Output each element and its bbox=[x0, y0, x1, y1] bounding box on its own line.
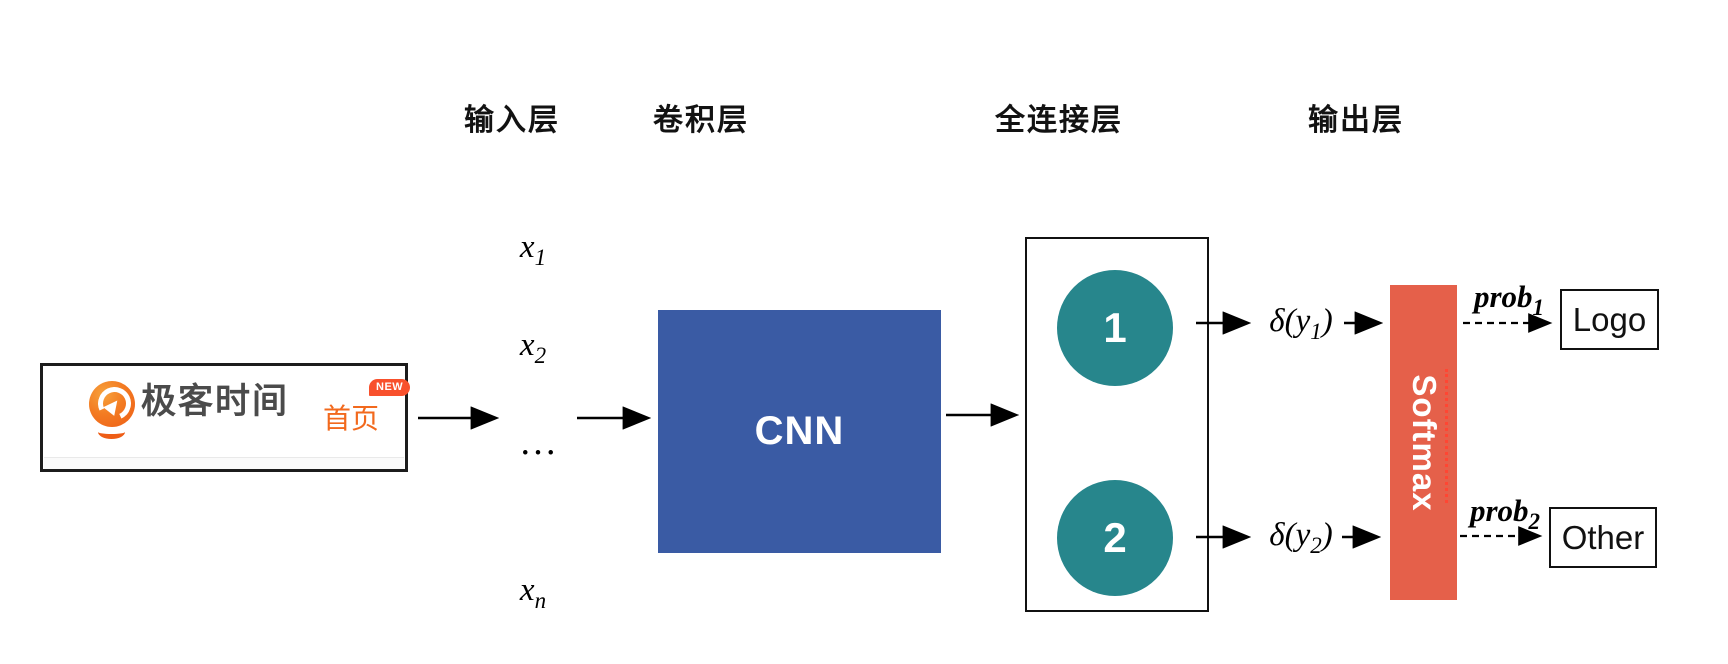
softmax-dotted-line bbox=[1445, 369, 1448, 503]
neuron-1: 1 bbox=[1057, 270, 1173, 386]
label-conv-layer: 卷积层 bbox=[653, 104, 749, 137]
card-separator bbox=[44, 457, 404, 458]
prob2-label: prob2 bbox=[1469, 493, 1541, 534]
output-other-box: Other bbox=[1549, 507, 1657, 568]
label-fc-layer: 全连接层 bbox=[995, 104, 1123, 137]
nav-home-link: 首页 bbox=[323, 403, 380, 434]
cnn-block: CNN bbox=[658, 310, 941, 553]
geektime-logo-tail bbox=[98, 425, 125, 439]
label-input-layer: 输入层 bbox=[464, 104, 560, 137]
cnn-label: CNN bbox=[754, 409, 845, 453]
label-output-layer: 输出层 bbox=[1308, 104, 1404, 137]
input-ellipsis: … bbox=[519, 421, 563, 463]
input-x2: x2 bbox=[519, 327, 547, 368]
new-badge: NEW bbox=[369, 379, 411, 396]
activation-delta-y1: δ(y1) bbox=[1269, 303, 1333, 344]
input-xn: xn bbox=[519, 572, 547, 613]
neuron-2: 2 bbox=[1057, 480, 1173, 596]
softmax-label: Softmax bbox=[1405, 373, 1443, 512]
brand-name: 极客时间 bbox=[141, 382, 290, 421]
input-image-card: 极客时间 首页 NEW bbox=[40, 363, 411, 472]
prob1-label: prob1 bbox=[1473, 279, 1545, 320]
card-footer-strip bbox=[44, 458, 404, 469]
softmax-block: Softmax bbox=[1390, 285, 1457, 600]
activation-delta-y2: δ(y2) bbox=[1269, 517, 1333, 558]
output-logo-box: Logo bbox=[1560, 289, 1659, 350]
input-x1: x1 bbox=[519, 229, 547, 270]
geektime-logo-icon bbox=[89, 381, 136, 439]
